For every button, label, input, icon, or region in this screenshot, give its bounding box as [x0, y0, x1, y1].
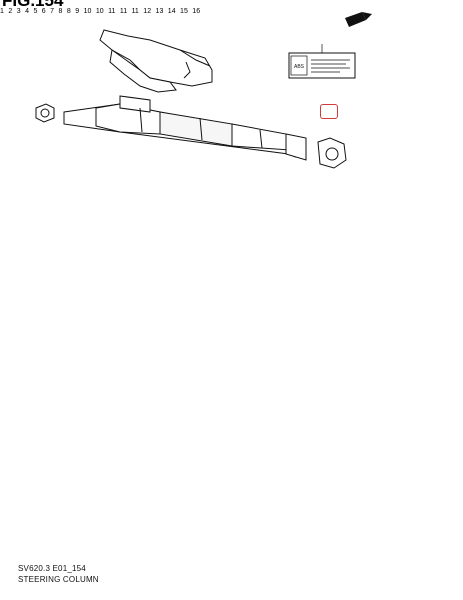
- callout-6: 6: [41, 8, 46, 15]
- callout-4: 4: [25, 8, 29, 15]
- callout-10-lower: 10: [95, 8, 104, 15]
- part-2-bracket[interactable]: [317, 137, 347, 169]
- label-16-mark: ABS: [294, 64, 305, 70]
- callout-8-lower: 8: [66, 8, 71, 15]
- callout-1: 1: [0, 8, 4, 15]
- callout-13: 13: [155, 8, 164, 15]
- front-direction-arrow: [345, 12, 372, 27]
- callout-11-upper: 11: [108, 8, 116, 15]
- callout-3: 3: [16, 8, 21, 15]
- callout-16: 16: [192, 8, 201, 15]
- part-12-nut[interactable]: [35, 103, 55, 123]
- diagram-title: STEERING COLUMN: [18, 575, 99, 584]
- callout-15: 15: [180, 8, 188, 15]
- callout-8-upper: 8: [58, 8, 63, 15]
- callout-11-middle: 11: [119, 8, 128, 15]
- upper-column-cover[interactable]: [99, 29, 213, 93]
- part-16-label-plate[interactable]: ABS: [288, 52, 356, 79]
- callout-14: 14: [167, 8, 176, 15]
- callout-11-bottom: 11: [131, 8, 139, 15]
- diagram-code: SV620.3 E01_154: [18, 564, 86, 573]
- steering-column-assembly[interactable]: [63, 95, 307, 161]
- callout-10-upper: 10: [83, 8, 92, 15]
- figure-title: FIG.154: [2, 0, 64, 10]
- callout-7: 7: [50, 8, 55, 15]
- callout-2: 2: [8, 8, 13, 15]
- callout-5: 5: [33, 8, 38, 15]
- callout-2-highlight[interactable]: [320, 104, 338, 119]
- callout-9: 9: [75, 8, 80, 15]
- callout-12: 12: [143, 8, 152, 15]
